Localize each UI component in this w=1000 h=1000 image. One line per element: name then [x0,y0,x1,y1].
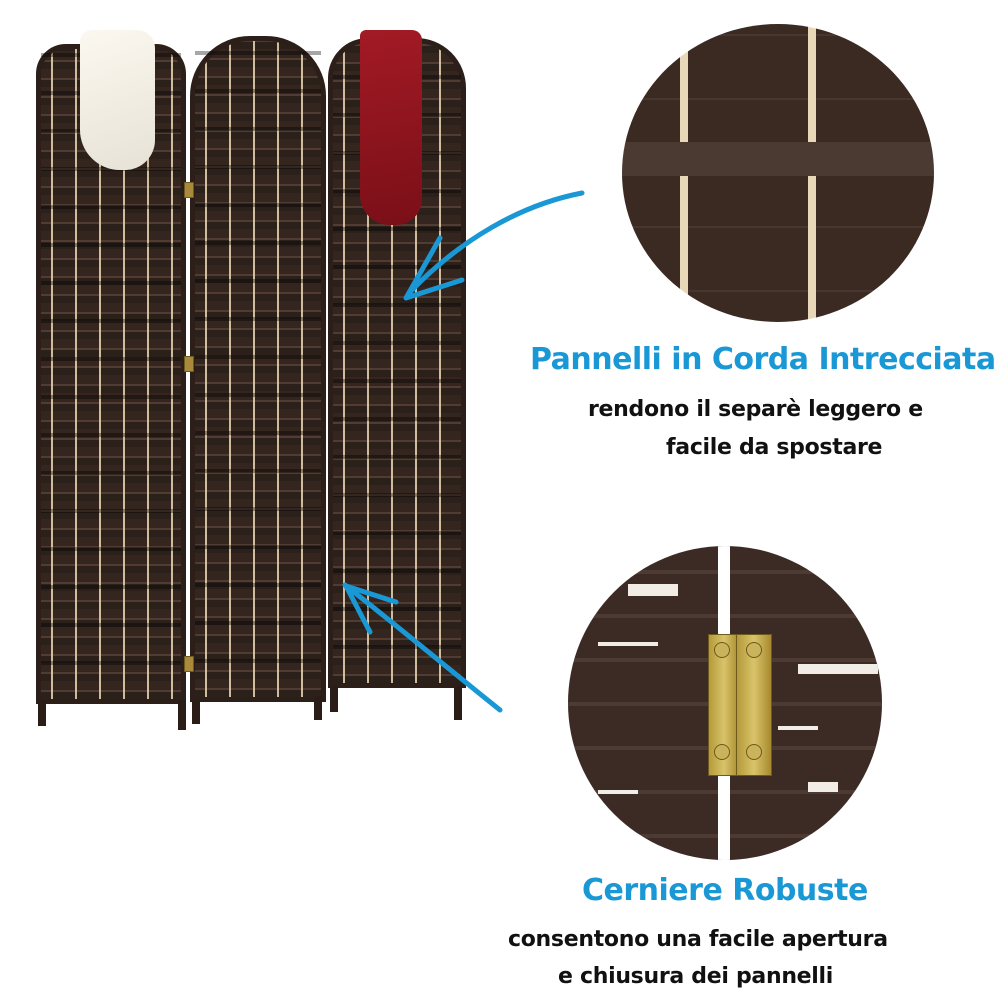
feature-desc-woven-panels-line2: facile da spostare [666,435,883,460]
hinge-icon [184,356,194,372]
screw-icon [746,744,762,760]
screw-icon [746,642,762,658]
weave-gap [598,790,638,794]
divider-leg [454,686,462,720]
woven-rope-detail-image [622,24,934,322]
feature-desc-hinges-line1: consentono una facile apertura [508,927,888,952]
white-cloth [80,30,155,170]
arrow-bottom-head-icon [343,583,399,635]
weave-gap [778,726,818,730]
weave-gap [598,642,658,646]
arrow-top-icon [407,190,585,295]
weave-gap [798,664,878,674]
divider-leg [178,700,186,730]
hinge-icon [184,182,194,198]
feature-title-woven-panels: Pannelli in Corda Intrecciata [530,342,996,377]
divider-panel-right [328,38,466,688]
screw-icon [714,642,730,658]
divider-leg [314,696,322,720]
screw-icon [714,744,730,760]
red-cloth [360,30,422,225]
weave-gap [628,584,678,596]
arrow-bottom-icon [342,582,503,713]
hinge-icon [184,656,194,672]
arrow-top-head-icon [403,235,465,301]
room-divider-image [30,30,480,730]
divider-leg [38,700,46,726]
feature-desc-woven-panels-line1: rendono il separè leggero e [588,397,923,422]
divider-leg [192,700,200,724]
feature-title-hinges: Cerniere Robuste [582,873,868,908]
hinge-detail-image [568,546,882,860]
feature-desc-hinges-line2: e chiusura dei pannelli [558,964,834,989]
divider-leg [330,686,338,712]
weave-gap [808,782,838,792]
divider-panel-center [190,36,326,702]
